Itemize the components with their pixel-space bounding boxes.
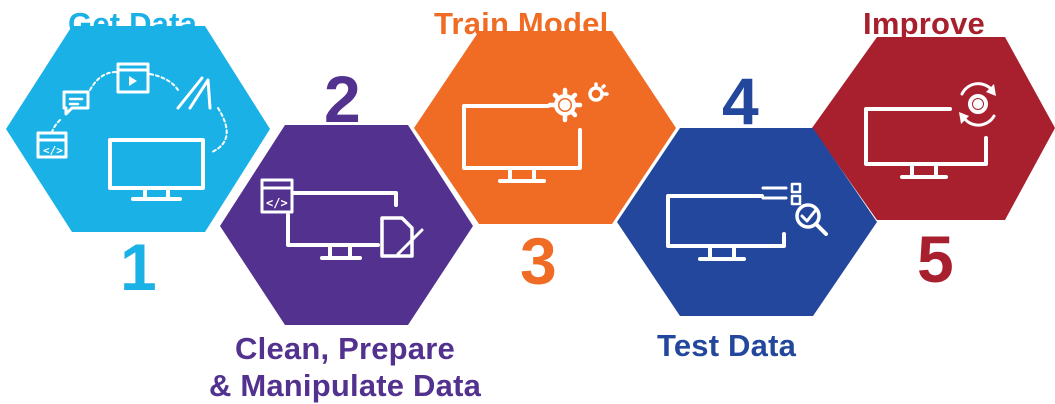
step-2-title-line-1: Clean, Prepare <box>235 331 455 366</box>
step-1-hexagon-shape <box>6 26 270 232</box>
step-4-title: Test Data <box>657 328 797 363</box>
step-1-title: Get Data <box>68 6 198 41</box>
step-2-number: 2 <box>324 62 361 136</box>
step-4-hexagon <box>617 128 877 316</box>
monitor-with-search-check-icon <box>666 182 828 261</box>
step-5-hexagon-shape <box>812 37 1055 220</box>
step-2-title-line-2: & Manipulate Data <box>208 368 482 404</box>
step-5-number: 5 <box>917 222 954 296</box>
step-5-title: Improve <box>863 6 985 41</box>
step-3-hexagon <box>414 31 676 224</box>
step-5-hexagon <box>812 37 1055 220</box>
monitor-with-data-sources-icon: </> <box>36 62 228 201</box>
step-2-hexagon-shape <box>220 125 473 325</box>
monitor-with-code-and-document-icon: </> <box>260 178 424 260</box>
step-3-number: 3 <box>520 224 557 298</box>
step-2-title: Clean, Prepare & Manipulate Data <box>175 330 515 404</box>
step-4-number: 4 <box>722 64 759 138</box>
step-3-title: Train Model <box>434 6 609 41</box>
step-2-hexagon <box>220 125 473 325</box>
step-4-hexagon-shape <box>617 128 877 316</box>
step-1-number: 1 <box>120 230 157 304</box>
step-3-hexagon-shape <box>414 31 676 224</box>
monitor-with-refresh-gear-icon <box>864 82 996 179</box>
step-1-hexagon <box>6 26 270 232</box>
monitor-with-gears-icon <box>462 82 609 183</box>
svg-text:</>: </> <box>266 196 288 210</box>
svg-text:</>: </> <box>43 144 63 157</box>
